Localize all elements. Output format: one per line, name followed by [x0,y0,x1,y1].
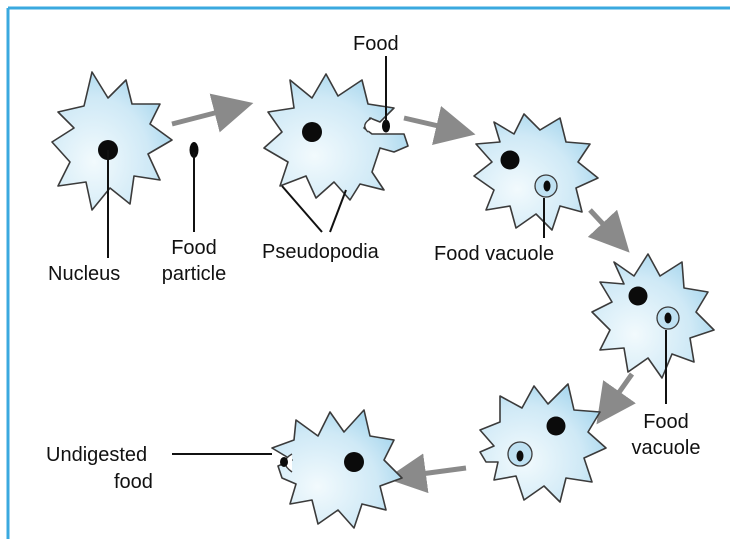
nucleus [547,417,566,436]
undigested-food [280,457,288,467]
food-particle-label-line1: Food [166,236,222,260]
food-vacuole-2-label-line1: Food [634,410,698,434]
food-in-vacuole [544,181,551,192]
cell-body [474,114,598,230]
pseudopodia-label: Pseudopodia [262,240,379,264]
arrow-5 [406,468,466,476]
cell-body [480,384,606,502]
amoeba-stage-3 [474,114,598,230]
food-vacuole-2-label-line2: vacuole [624,436,708,460]
nucleus [629,287,648,306]
food-label: Food [353,32,399,56]
undigested-food-label-line2: food [114,470,153,494]
nucleus [302,122,322,142]
amoeba-stage-6 [272,410,402,528]
food-particle-label-line2: particle [160,262,228,286]
food-vacuole-label: Food vacuole [434,242,554,266]
arrow-3 [590,210,616,238]
nucleus-label: Nucleus [48,262,120,286]
nucleus [501,151,520,170]
amoeba-stage-5 [480,384,606,502]
arrow-4 [608,374,632,408]
food-in-vacuole [517,451,524,462]
amoeba-stage-4 [592,254,714,378]
amoeba-stage-1 [52,72,172,210]
nucleus [344,452,364,472]
cell-body [592,254,714,378]
undigested-food-label-line1: Undigested [46,443,147,467]
arrow-2 [404,118,456,130]
pseudopodia-leader-2 [330,190,346,232]
arrow-1 [172,108,234,124]
food-in-vacuole [665,313,672,324]
